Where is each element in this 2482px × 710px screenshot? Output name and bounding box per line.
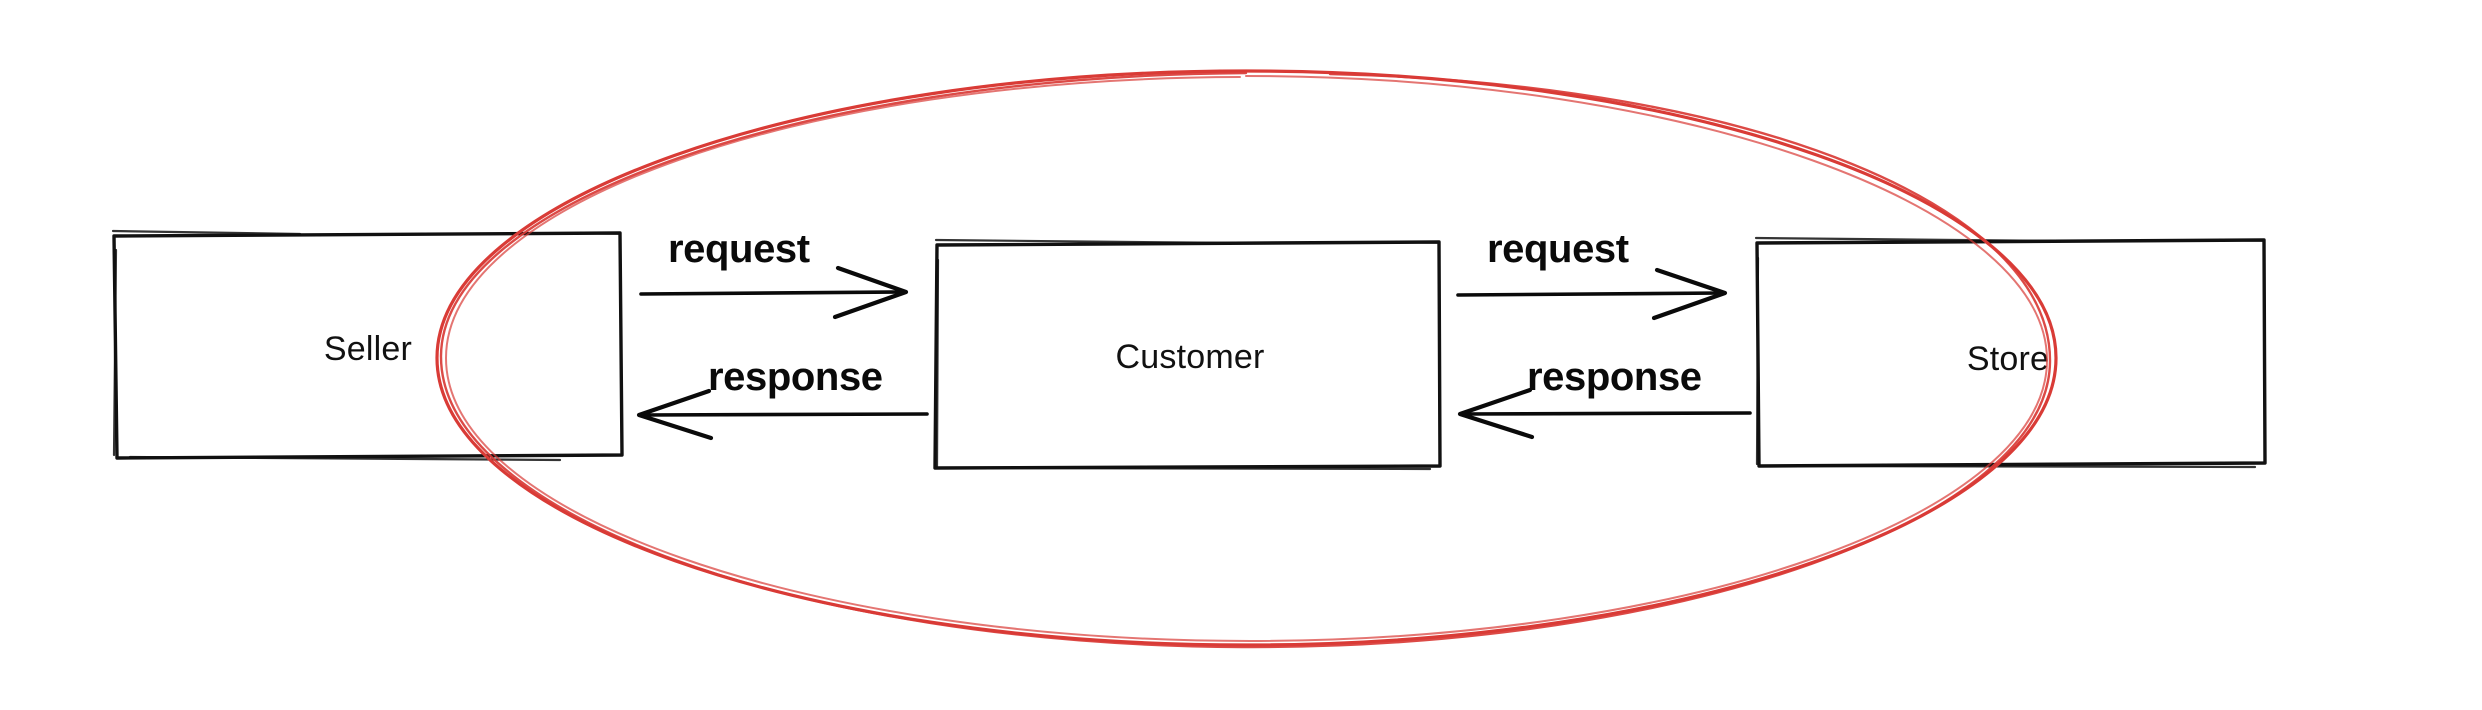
- red-ellipse-stroke-pass-1: [435, 69, 2058, 647]
- store-box-sketch-overshoot: [1754, 236, 2257, 469]
- node-customer[interactable]: Customer: [933, 238, 1442, 471]
- customer-box-outline: [933, 240, 1442, 470]
- red-ellipse-stroke-pass-3: [444, 75, 2049, 643]
- response-arrowhead-right: [1457, 387, 1535, 440]
- store-label: Store: [1967, 340, 2049, 378]
- request-label-left: request: [668, 227, 810, 271]
- node-seller[interactable]: Seller: [111, 229, 624, 462]
- red-ellipse-stroke-pass-2: [439, 71, 2052, 649]
- seller-box-outline: [112, 231, 624, 460]
- response-label-right: response: [1527, 355, 1702, 399]
- red-ellipse-highlight[interactable]: [435, 69, 2058, 649]
- request-label-right: request: [1487, 227, 1629, 271]
- response-arrowhead-left: [636, 388, 714, 441]
- node-store[interactable]: Store: [1754, 236, 2267, 469]
- request-arrow-line-left: [639, 290, 905, 296]
- edge-store-customer-response[interactable]: response: [1457, 355, 1752, 440]
- edge-seller-customer-request[interactable]: request: [639, 227, 909, 320]
- request-arrow-line-right: [1456, 291, 1724, 297]
- customer-label: Customer: [1116, 338, 1265, 376]
- response-arrow-line-right: [1462, 411, 1752, 416]
- customer-box-sketch-overshoot: [934, 238, 1432, 471]
- request-arrowhead-left: [832, 265, 909, 320]
- seller-label: Seller: [324, 330, 412, 368]
- request-arrowhead-right: [1651, 267, 1728, 321]
- edge-customer-seller-response[interactable]: response: [636, 355, 929, 441]
- response-arrow-line-left: [641, 412, 929, 417]
- response-label-left: response: [708, 355, 883, 399]
- edge-customer-store-request[interactable]: request: [1456, 227, 1728, 321]
